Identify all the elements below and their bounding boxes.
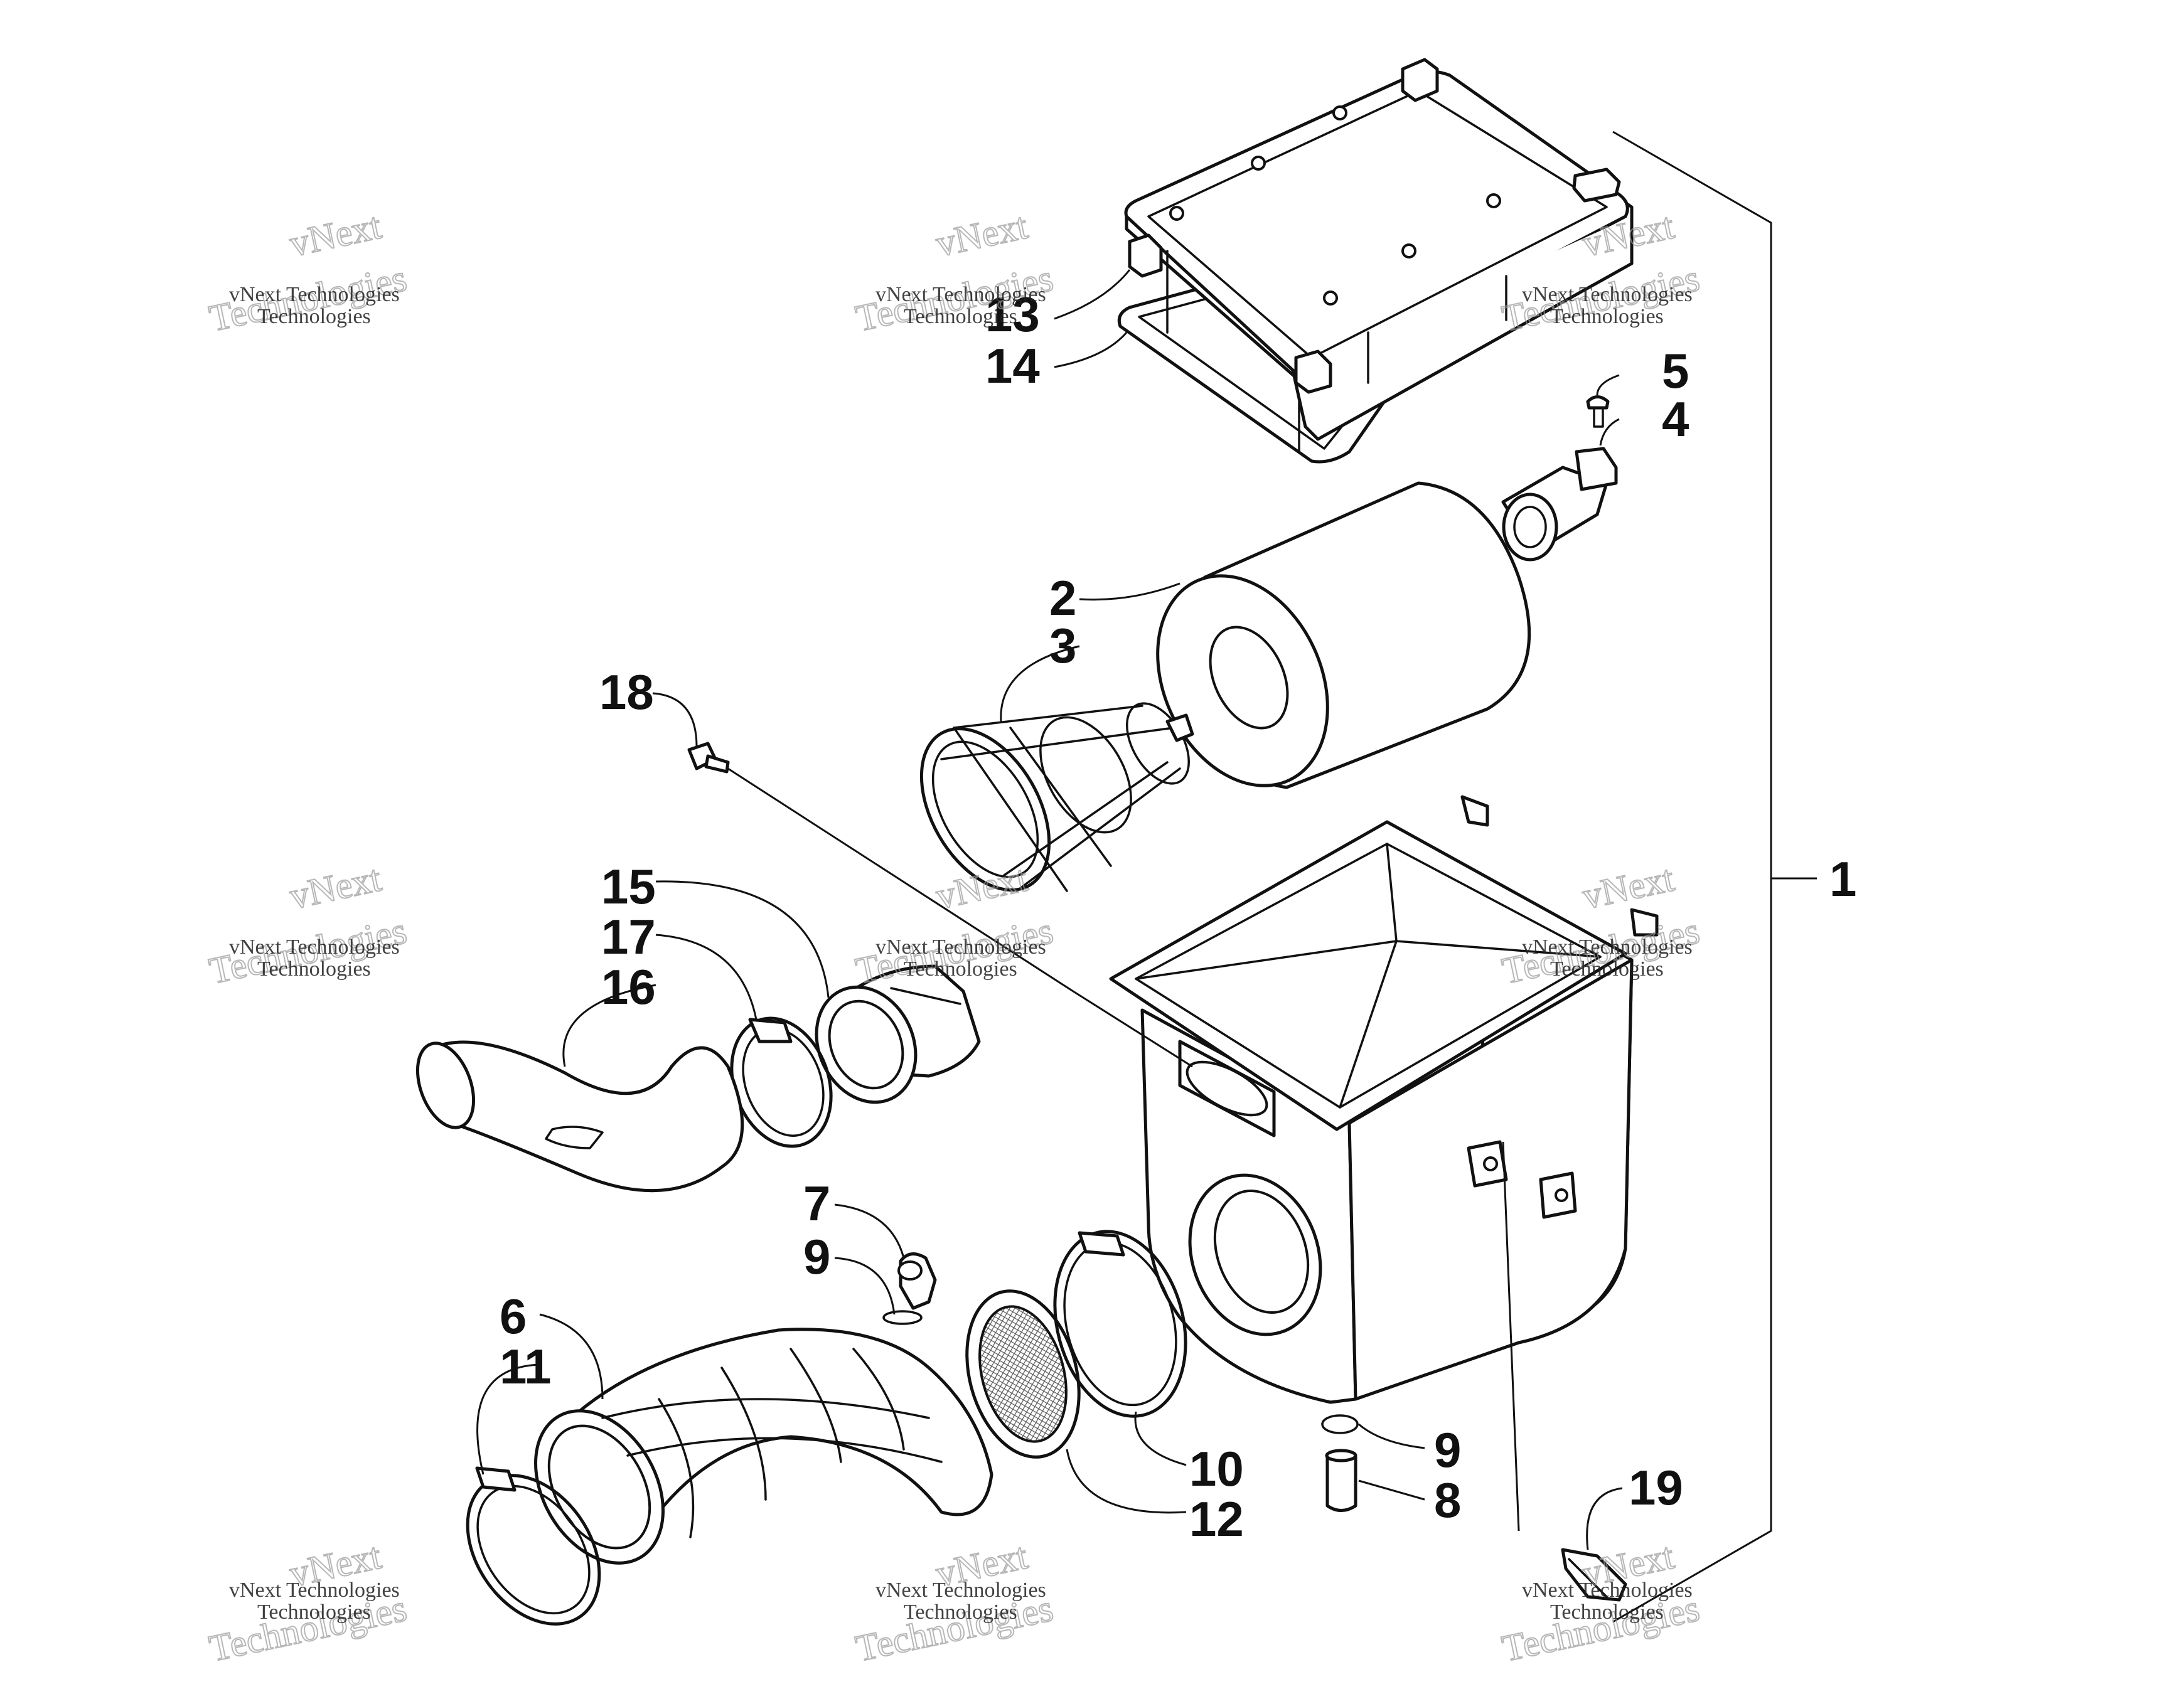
watermark-word-small: Technologies bbox=[1550, 957, 1664, 981]
sensor-7 bbox=[882, 1252, 937, 1325]
callout-8: 8 bbox=[1434, 1473, 1461, 1528]
assembly-bracket bbox=[1612, 131, 1817, 1623]
watermark-company: vNext Technologies bbox=[1522, 283, 1693, 306]
watermark-company: vNext Technologies bbox=[229, 283, 400, 306]
callout-11: 11 bbox=[500, 1339, 551, 1394]
watermarks: vNext Technologies vNext Technologies Te… bbox=[205, 204, 1704, 1670]
callout-15: 15 bbox=[601, 859, 656, 914]
callout-labels: 1 2 3 4 5 6 7 8 9 9 10 11 12 13 14 15 16… bbox=[500, 287, 1856, 1547]
watermark-company: vNext Technologies bbox=[875, 935, 1046, 959]
watermark-company: vNext Technologies bbox=[229, 1579, 400, 1602]
clamp-11 bbox=[466, 1466, 601, 1626]
watermark-word-small: Technologies bbox=[904, 957, 1017, 981]
callout-7: 7 bbox=[803, 1176, 830, 1231]
air-filter-element bbox=[1156, 481, 1531, 789]
intake-duct bbox=[415, 1040, 744, 1193]
drain-8 bbox=[1321, 1414, 1359, 1512]
watermark-brand: vNext bbox=[933, 857, 1031, 917]
callout-18: 18 bbox=[599, 664, 654, 720]
watermark-company: vNext Technologies bbox=[875, 1579, 1046, 1602]
watermark-word-small: Technologies bbox=[1550, 305, 1664, 328]
callout-2: 2 bbox=[1049, 570, 1076, 626]
watermark-word-small: Technologies bbox=[257, 305, 371, 328]
watermark-brand: vNext bbox=[1579, 857, 1678, 917]
callout-12: 12 bbox=[1189, 1491, 1244, 1547]
filter-support-cage bbox=[919, 702, 1194, 892]
airbox-lid bbox=[1117, 58, 1634, 464]
callout-1: 1 bbox=[1829, 851, 1856, 907]
watermark-company: vNext Technologies bbox=[229, 935, 400, 959]
outlet-boot bbox=[534, 1328, 993, 1565]
callout-9-upper: 9 bbox=[803, 1229, 830, 1284]
callout-9-lower: 9 bbox=[1434, 1422, 1461, 1478]
watermark-company: vNext Technologies bbox=[875, 283, 1046, 306]
callout-14: 14 bbox=[985, 338, 1040, 393]
intake-boot bbox=[815, 964, 981, 1104]
leader-lines bbox=[476, 269, 1623, 1550]
bolt-19 bbox=[1502, 1141, 1627, 1602]
screen-12 bbox=[965, 1289, 1081, 1459]
watermark-word-small: Technologies bbox=[257, 1601, 371, 1624]
clamp-10 bbox=[1053, 1230, 1187, 1418]
callout-16: 16 bbox=[601, 959, 656, 1015]
airbox-housing bbox=[1109, 795, 1659, 1404]
callout-6: 6 bbox=[500, 1289, 527, 1344]
watermark-brand: vNext bbox=[286, 857, 385, 917]
watermark-word-small: Technologies bbox=[1550, 1601, 1664, 1624]
watermark-word-small: Technologies bbox=[257, 957, 371, 981]
callout-3: 3 bbox=[1049, 618, 1076, 673]
callout-17: 17 bbox=[601, 909, 656, 964]
watermark-word-small: Technologies bbox=[904, 1601, 1017, 1624]
watermark-company: vNext Technologies bbox=[1522, 1579, 1693, 1602]
callout-13: 13 bbox=[985, 287, 1040, 342]
callout-10: 10 bbox=[1189, 1441, 1244, 1496]
watermark-brand: vNext bbox=[286, 205, 385, 264]
breather-fitting bbox=[1501, 395, 1618, 562]
watermark-brand: vNext bbox=[933, 205, 1031, 264]
watermark-word-small: Technologies bbox=[904, 305, 1017, 328]
callout-5: 5 bbox=[1662, 343, 1689, 398]
callout-4: 4 bbox=[1662, 392, 1689, 447]
callout-19: 19 bbox=[1629, 1460, 1683, 1515]
watermark-company: vNext Technologies bbox=[1522, 935, 1693, 959]
bolt-18 bbox=[687, 742, 1193, 1068]
